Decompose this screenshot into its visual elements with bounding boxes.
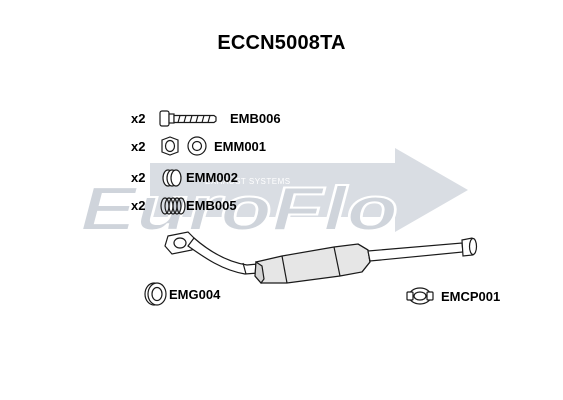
- catalytic-converter-icon: [164, 231, 478, 284]
- spring-nut-icon: [162, 169, 182, 187]
- spring-icon: [160, 197, 186, 215]
- watermark-tagline: EXHAUST SYSTEMS: [205, 177, 291, 186]
- clamp-code: EMCP001: [441, 289, 501, 304]
- gasket-code: EMG004: [169, 287, 221, 302]
- part-qty: x2: [131, 198, 146, 213]
- bolt-icon: [159, 110, 217, 127]
- part-qty: x2: [131, 170, 146, 185]
- gasket-icon: [144, 282, 167, 306]
- watermark-brand: EuroFlo: [80, 175, 398, 244]
- clamp-icon: [406, 287, 434, 305]
- part-code: EMM001: [214, 139, 267, 154]
- part-number-title: ECCN5008TA: [217, 32, 346, 54]
- part-qty: x2: [131, 139, 146, 154]
- part-code: EMB006: [230, 111, 281, 126]
- nut-icon: [161, 136, 207, 156]
- part-code: EMM002: [186, 170, 239, 185]
- watermark-arrow-icon: [150, 148, 468, 232]
- part-code: EMB005: [186, 198, 237, 213]
- part-qty: x2: [131, 111, 146, 126]
